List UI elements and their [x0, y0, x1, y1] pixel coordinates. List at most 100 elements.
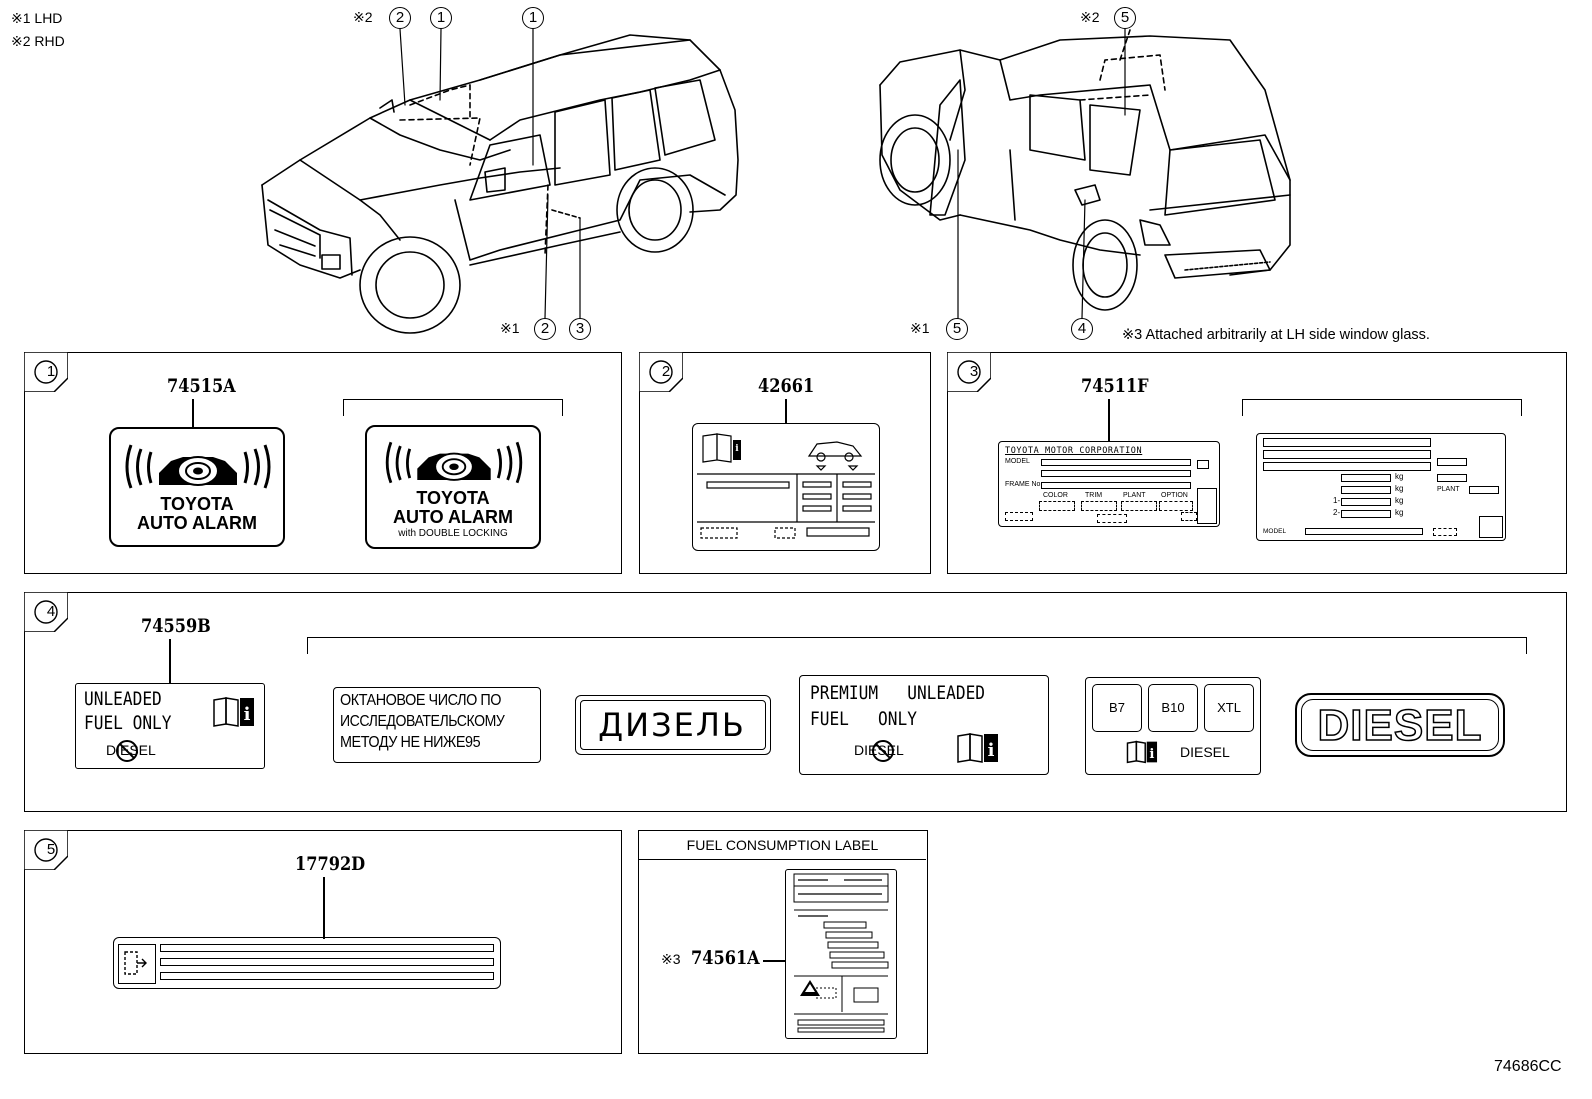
- field: [1197, 488, 1217, 524]
- plate-plant: PLANT: [1437, 486, 1460, 493]
- field: [1469, 486, 1499, 494]
- inner-border: [1301, 699, 1499, 751]
- field: [1341, 474, 1391, 482]
- tire-pressure-label: i: [692, 423, 880, 551]
- xtl-box: XTL: [1204, 684, 1254, 732]
- ref-mark-window: ※3: [661, 951, 681, 967]
- leader: [763, 960, 785, 962]
- unleaded-line-2: FUEL ONLY: [84, 712, 172, 734]
- svg-text:i: i: [735, 444, 739, 454]
- unleaded-fuel-label: UNLEADED FUEL ONLY DIESEL i: [75, 683, 265, 769]
- field: [1197, 460, 1209, 469]
- fuel-tank-label: [113, 937, 501, 989]
- drawing-code: 74686CC: [1494, 1058, 1562, 1075]
- bracket: [1242, 399, 1522, 416]
- plate-header: TOYOTA MOTOR CORPORATION: [1005, 446, 1143, 456]
- panel-number-tab: [24, 830, 68, 870]
- leader: [192, 399, 194, 429]
- leader: [169, 639, 171, 683]
- leader: [323, 877, 325, 939]
- lhd-note: ※1 LHD: [11, 10, 63, 26]
- kg-unit: kg: [1395, 508, 1404, 517]
- rear-view-suv: [879, 29, 1291, 311]
- panel-number-tab: [24, 352, 68, 392]
- ref-mark-lhd: ※1: [500, 320, 520, 336]
- ref-mark-rhd-rear: ※2: [1080, 9, 1100, 25]
- text-line: [160, 972, 494, 980]
- window-glass-note: ※3 Attached arbitrarily at LH side windo…: [1122, 327, 1430, 343]
- panel-1: 1 74515A TOYOTA AUTO ALARM TO: [24, 352, 622, 574]
- field: [1041, 459, 1191, 466]
- field: [1159, 501, 1193, 511]
- field: [1341, 486, 1391, 494]
- leader: [785, 399, 787, 423]
- diesel-label: DIESEL: [1295, 693, 1505, 757]
- plate-model: MODEL: [1005, 458, 1030, 465]
- svg-text:i: i: [988, 740, 995, 761]
- callout-3: 3: [569, 318, 591, 340]
- plate-frame: FRAME No.: [1005, 481, 1043, 488]
- alarm-car-icon: [125, 444, 271, 489]
- kg-unit: kg: [1395, 472, 1404, 481]
- biofuel-label: B7 B10 XTL i DIESEL: [1085, 677, 1261, 775]
- field: [1341, 510, 1391, 518]
- ref-mark-lhd-rear: ※1: [910, 320, 930, 336]
- no-diesel-icon: [872, 740, 894, 762]
- svg-text:i: i: [1149, 747, 1154, 762]
- field: [1437, 458, 1467, 466]
- bracket: [307, 637, 1527, 654]
- kg-unit: kg: [1395, 484, 1404, 493]
- panel-number-tab: [947, 352, 991, 392]
- premium-line-2: FUEL ONLY: [810, 708, 917, 730]
- panel-number: 5: [46, 841, 56, 858]
- field: [1437, 474, 1467, 482]
- panel-header: [639, 831, 926, 860]
- alarm-label-double-locking: TOYOTA AUTO ALARM with DOUBLE LOCKING: [365, 425, 541, 549]
- fuel-label-drawing: [793, 873, 889, 1033]
- manual-info-icon: i: [957, 733, 998, 763]
- text-line: [160, 958, 494, 966]
- field: [1341, 498, 1391, 506]
- panel-number: 2: [661, 363, 671, 380]
- field: [1081, 501, 1117, 511]
- callout-2-top: 2: [389, 7, 411, 29]
- unleaded-line-1: UNLEADED: [84, 688, 162, 710]
- diesel-big-text: DIESEL: [1317, 700, 1483, 751]
- vin-plate: TOYOTA MOTOR CORPORATION MODEL FRAME No.…: [998, 441, 1220, 527]
- b10-box: B10: [1148, 684, 1198, 732]
- premium-line-1: PREMIUM UNLEADED: [810, 682, 986, 704]
- field: [1041, 470, 1191, 477]
- callout-5-bottom: 5: [946, 318, 968, 340]
- alarm-car-icon: [385, 441, 523, 484]
- panel-3: 3 74511F TOYOTA MOTOR CORPORATION MODEL …: [947, 352, 1567, 574]
- fuel-cap-icon: [124, 951, 147, 975]
- panel-number: 4: [46, 603, 56, 620]
- callout-1-top: 1: [430, 7, 452, 29]
- field: [1181, 512, 1197, 521]
- part-number: 17792D: [295, 853, 366, 875]
- part-number: 74561A: [691, 947, 760, 969]
- alarm-label: TOYOTA AUTO ALARM: [109, 427, 285, 547]
- field: [1005, 512, 1033, 521]
- plate-plant: PLANT: [1123, 492, 1146, 499]
- callout-1-door: 1: [522, 7, 544, 29]
- panel-number-tab: [639, 352, 683, 392]
- kg-unit: kg: [1395, 496, 1404, 505]
- russian-diesel-label: ДИЗЕЛЬ: [575, 695, 771, 755]
- bracket: [343, 399, 563, 416]
- panel-number: 1: [46, 363, 56, 380]
- fuel-consumption-panel: FUEL CONSUMPTION LABEL ※3 74561A: [638, 830, 928, 1054]
- manual-info-icon: i: [213, 697, 254, 727]
- alarm-line-2: AUTO ALARM: [393, 507, 513, 527]
- icon-frame: [118, 944, 156, 984]
- alarm-line-1: TOYOTA: [416, 488, 490, 508]
- field: [1263, 438, 1431, 447]
- russian-octane-label: ОКТАНОВОЕ ЧИСЛО ПО ИССЛЕДОВАТЕЛЬСКОМУ МЕ…: [333, 687, 541, 763]
- front-view-suv: [261, 34, 739, 334]
- part-number: 74511F: [1081, 375, 1149, 397]
- alarm-line-2: AUTO ALARM: [137, 513, 257, 533]
- field: [1263, 462, 1431, 471]
- panel-2: 2 42661 i: [639, 352, 931, 574]
- axle-1: 1-: [1333, 496, 1341, 505]
